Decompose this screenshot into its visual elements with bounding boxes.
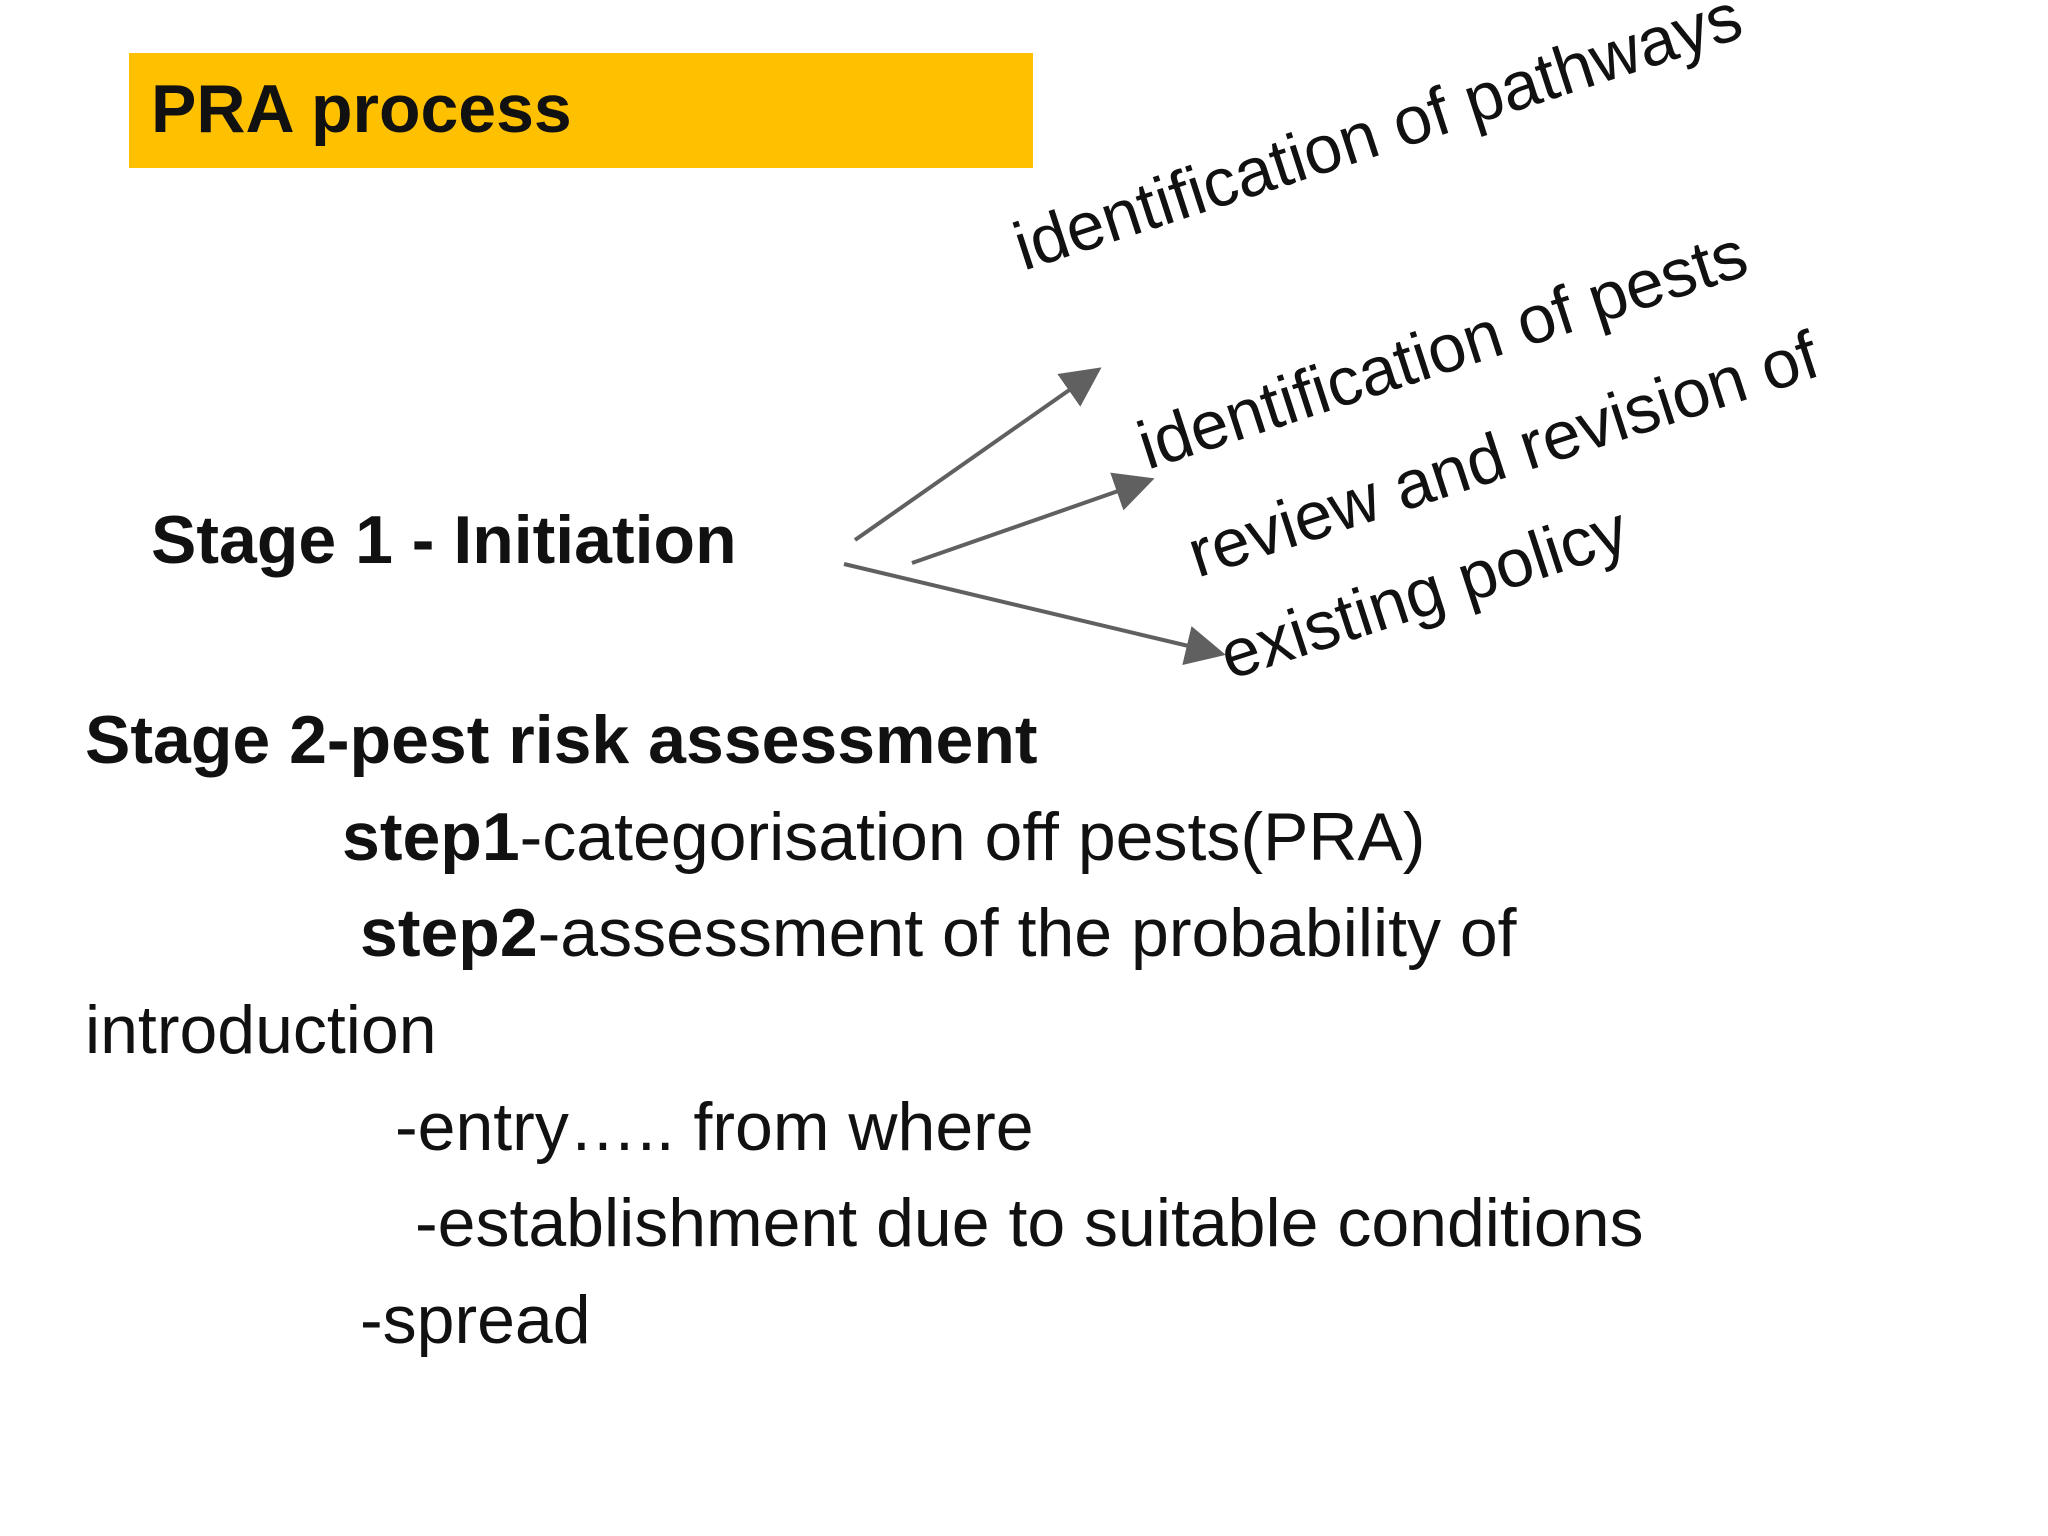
step2-text: -assessment of the probability of xyxy=(537,895,1517,971)
page-title: PRA process xyxy=(151,71,572,147)
step2-label: step2 xyxy=(360,895,538,971)
step2-continuation: introduction xyxy=(85,992,437,1068)
entry-line: -entry….. from where xyxy=(395,1089,1034,1165)
arrow-to-policy xyxy=(843,562,1226,666)
step1-label: step1 xyxy=(342,799,520,875)
arrow-to-pests xyxy=(911,472,1155,565)
step2-line: step2-assessment of the probability of xyxy=(360,893,1517,973)
spread-line: -spread xyxy=(360,1282,591,1358)
step1-text: -categorisation off pests(PRA) xyxy=(519,799,1426,875)
step1-line: step1-categorisation off pests(PRA) xyxy=(342,797,1425,877)
arrow-to-pathways xyxy=(853,367,1102,542)
title-banner: PRA process xyxy=(129,53,1033,168)
stage1-label: Stage 1 - Initiation xyxy=(151,502,737,578)
stage2-heading: Stage 2-pest risk assessment xyxy=(85,702,1038,778)
establishment-line: -establishment due to suitable condition… xyxy=(415,1185,1644,1261)
